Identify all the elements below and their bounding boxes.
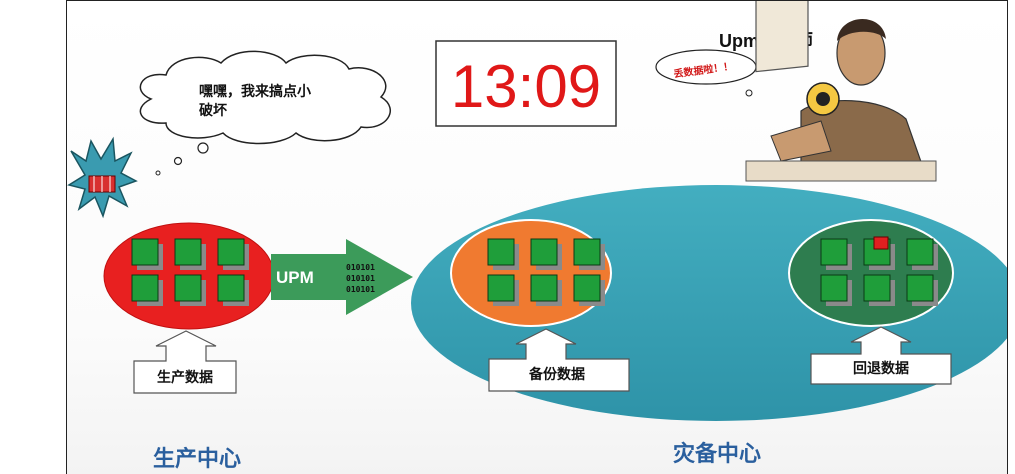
server-block — [217, 274, 245, 302]
server-block — [573, 274, 601, 302]
binary-line-2: 010101 — [346, 274, 375, 283]
dr-center-label: 灾备中心 — [673, 441, 761, 467]
server-block — [820, 274, 848, 302]
binary-line-1: 010101 — [346, 263, 375, 272]
server-block — [131, 238, 159, 266]
production-server-grid — [131, 238, 249, 306]
server-block — [487, 274, 515, 302]
server-block — [487, 238, 515, 266]
hacker-bubble-line1: 嘿嘿，我来搞点小 — [199, 83, 311, 100]
server-block — [573, 238, 601, 266]
diagram-canvas: 13:09 嘿嘿，我来搞点小 破坏 Upm工程师 — [67, 1, 1007, 472]
backup-label-callout: 备份数据 — [488, 328, 630, 392]
server-block — [863, 274, 891, 302]
production-data-label: 生产数据 — [157, 369, 213, 386]
hacker-thought-cloud: 嘿嘿，我来搞点小 破坏 — [139, 50, 391, 176]
slide: 13:09 嘿嘿，我来搞点小 破坏 Upm工程师 — [66, 0, 1008, 474]
server-block — [217, 238, 245, 266]
rollback-site — [788, 219, 954, 327]
binary-line-3: 010101 — [346, 285, 375, 294]
server-block — [906, 274, 934, 302]
clock-time: 13:09 — [451, 53, 601, 120]
rollback-data-label: 回退数据 — [853, 360, 909, 377]
production-center-label: 生产中心 — [153, 447, 241, 472]
hacker-splat-icon — [67, 136, 138, 219]
hacker-bubble-line2: 破坏 — [199, 102, 227, 119]
server-block — [174, 274, 202, 302]
engineer-illustration: Upm工程师 丢数据啦！！ — [655, 1, 937, 182]
clock-panel: 13:09 — [435, 40, 617, 127]
server-block — [906, 238, 934, 266]
rollback-ellipse — [788, 219, 954, 327]
replication-arrow: UPM 010101 010101 010101 — [271, 239, 413, 315]
server-block — [131, 274, 159, 302]
rollback-server-grid — [820, 236, 938, 306]
server-block — [530, 274, 558, 302]
server-block — [174, 238, 202, 266]
production-site — [103, 222, 275, 330]
corrupted-block — [873, 236, 889, 250]
server-block — [820, 238, 848, 266]
backup-site — [450, 219, 612, 327]
rollback-label-callout: 回退数据 — [810, 326, 952, 385]
backup-server-grid — [487, 238, 605, 306]
production-label-callout: 生产数据 — [133, 330, 237, 394]
backup-ellipse — [450, 219, 612, 327]
server-block — [530, 238, 558, 266]
backup-data-label: 备份数据 — [528, 366, 585, 383]
arrow-label: UPM — [276, 268, 314, 287]
